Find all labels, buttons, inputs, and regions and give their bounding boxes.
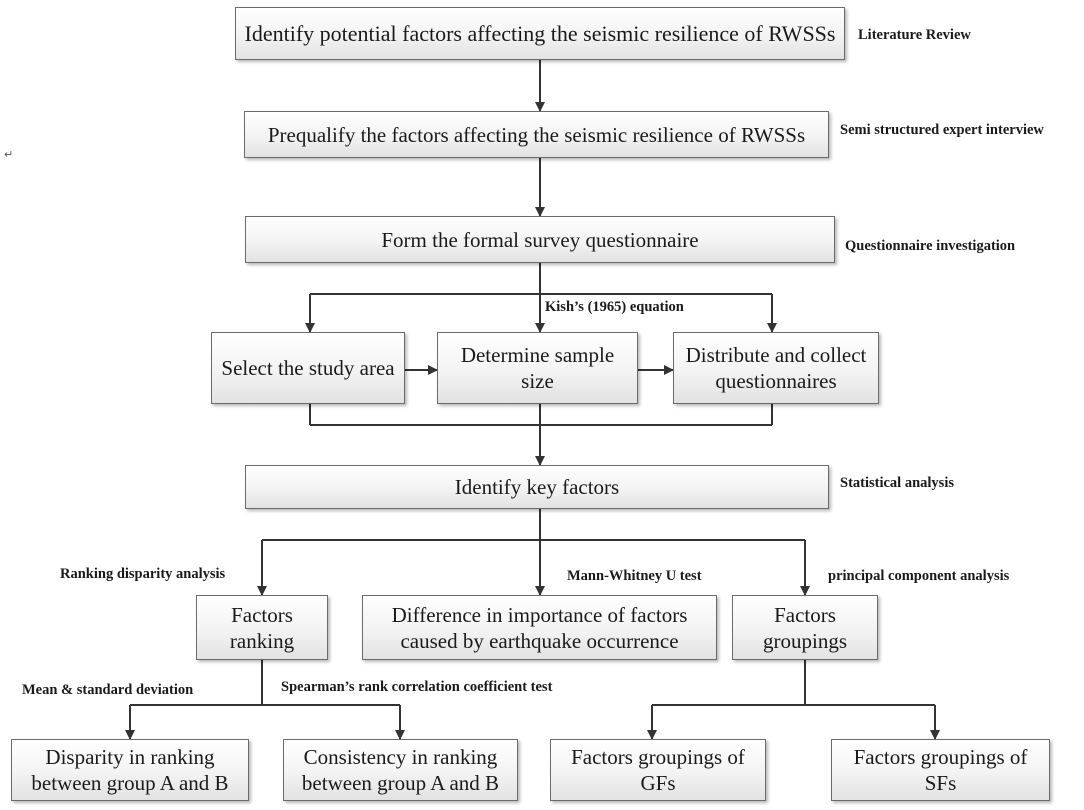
determine-sample-size-box: Determine sample size	[437, 332, 638, 404]
disparity-ranking-box: Disparity in ranking between group A and…	[11, 739, 249, 801]
mann-whitney-note: Mann-Whitney U test	[567, 568, 702, 584]
identify-potential-factors-box: Identify potential factors affecting the…	[235, 7, 845, 60]
groupings-sfs-box: Factors groupings of SFs	[831, 739, 1050, 801]
difference-importance-box: Difference in importance of factors caus…	[362, 595, 717, 660]
form-questionnaire-box: Form the formal survey questionnaire	[245, 216, 835, 263]
statistical-analysis-note: Statistical analysis	[840, 475, 954, 491]
questionnaire-investigation-note: Questionnaire investigation	[845, 238, 1016, 254]
select-study-area-box: Select the study area	[211, 332, 405, 404]
kish-equation-note: Kish’s (1965) equation	[545, 299, 684, 315]
ranking-disparity-note: Ranking disparity analysis	[60, 566, 226, 582]
factors-groupings-box: Factors groupings	[732, 595, 878, 660]
groupings-gfs-box: Factors groupings of GFs	[550, 739, 766, 801]
mean-sd-note: Mean & standard deviation	[22, 682, 194, 698]
spearman-note: Spearman’s rank correlation coefficient …	[281, 679, 553, 695]
consistency-ranking-box: Consistency in ranking between group A a…	[283, 739, 518, 801]
distribute-collect-box: Distribute and collect questionnaires	[673, 332, 879, 404]
paragraph-mark: ↵	[4, 148, 14, 161]
factors-ranking-box: Factors ranking	[196, 595, 328, 660]
prequalify-factors-box: Prequalify the factors affecting the sei…	[244, 111, 829, 158]
expert-interview-note: Semi structured expert interview	[840, 122, 1044, 138]
literature-review-note: Literature Review	[858, 27, 971, 43]
pca-note: principal component analysis	[828, 568, 1010, 584]
identify-key-factors-box: Identify key factors	[245, 465, 829, 509]
